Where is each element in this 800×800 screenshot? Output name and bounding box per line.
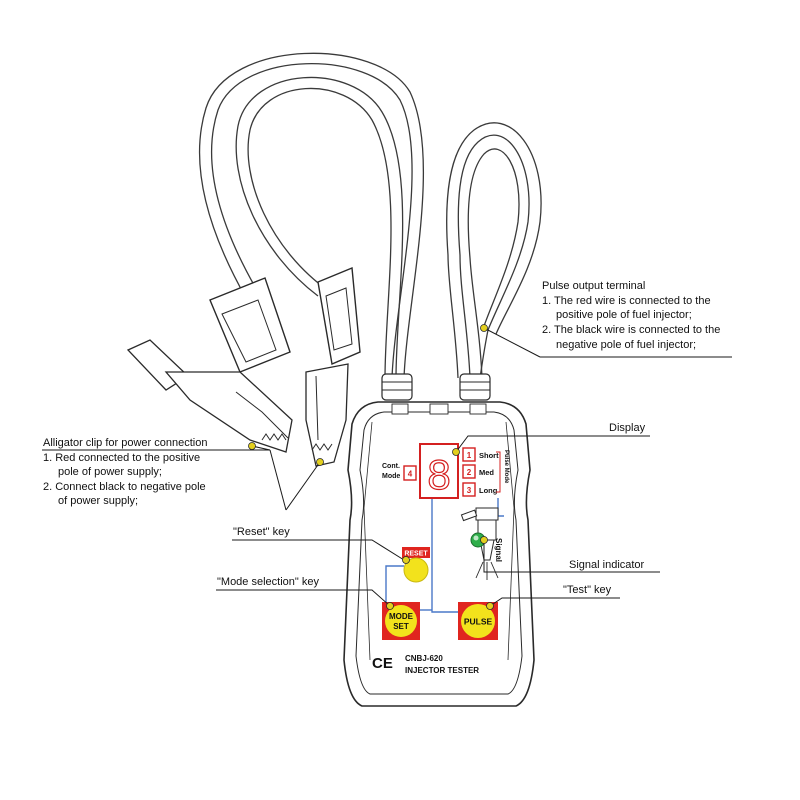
marker-reset: [402, 556, 410, 564]
mode-box-1: [462, 447, 476, 462]
alligator-line1: 1. Red connected to the positive: [43, 452, 200, 464]
fuel-injector-icon: [460, 507, 499, 580]
pulse-key[interactable]: [461, 604, 495, 638]
left-cable-boot: [381, 373, 413, 401]
callout-mode-key: "Mode selection" key: [217, 576, 319, 588]
device-branding: CE CNBJ-620 INJECTOR TESTER: [372, 654, 479, 675]
reset-button[interactable]: RESET: [402, 547, 430, 583]
cont-mode-box: [403, 465, 417, 481]
alligator-line2: pole of power supply;: [58, 466, 162, 478]
alligator-title: Alligator clip for power connection: [43, 437, 207, 449]
marker-alligator-left: [248, 442, 256, 450]
callout-display: Display: [609, 422, 646, 434]
display-frame: [419, 443, 459, 499]
pulse-output-line1: 1. The red wire is connected to the: [542, 295, 711, 307]
callout-alligator: Alligator clip for power connection 1. R…: [43, 437, 207, 507]
model-number: CNBJ-620: [405, 654, 443, 663]
marker-mode: [386, 602, 394, 610]
marker-test: [486, 602, 494, 610]
alligator-clip-left: [126, 277, 293, 453]
display-digit: 8: [427, 451, 450, 498]
mode-set-key[interactable]: [385, 605, 417, 637]
signal-label: Signal: [494, 538, 503, 562]
cont-mode-label-line2: Mode: [382, 473, 400, 480]
marker-pulse-output: [480, 324, 488, 332]
alligator-line4: of power supply;: [58, 495, 138, 507]
leader-lines: [42, 327, 732, 607]
mode-set-label-line1: MODE: [389, 612, 414, 621]
cont-mode-indicator: Cont. Mode 4: [382, 463, 417, 481]
pulse-output-line4: negative pole of fuel injector;: [556, 339, 696, 351]
mode-label-med: Med: [479, 468, 494, 477]
alligator-line3: 2. Connect black to negative pole: [43, 481, 206, 493]
mode-number-1: 1: [467, 451, 472, 460]
mode-number-3: 3: [467, 486, 472, 495]
mode-number-2: 2: [467, 468, 472, 477]
mode-box-3: [462, 482, 476, 497]
product-name: INJECTOR TESTER: [405, 666, 479, 675]
marker-display: [452, 448, 460, 456]
pulse-cable-loop: [446, 122, 542, 379]
cont-mode-label-line1: Cont.: [382, 463, 400, 470]
seven-segment-display: 8: [419, 443, 459, 499]
mode-set-label-line2: SET: [393, 622, 409, 631]
callout-signal-indicator: Signal indicator: [569, 559, 645, 571]
mode-bracket: [496, 451, 501, 493]
callout-test-key: "Test" key: [563, 584, 612, 596]
callout-reset-key: "Reset" key: [233, 526, 290, 538]
callout-pulse-output: Pulse output terminal 1. The red wire is…: [542, 280, 720, 351]
mode-box-2: [462, 464, 476, 479]
pulse-label: PULSE: [464, 617, 493, 627]
power-cable-loop: [198, 52, 424, 379]
ce-mark: CE: [372, 655, 393, 672]
pulse-output-title: Pulse output terminal: [542, 280, 645, 292]
reset-label-plate: [402, 547, 430, 558]
pulse-mode-list: 1 Short 2 Med 3 Long Pulse Mode: [462, 447, 509, 497]
reset-key[interactable]: [403, 557, 429, 583]
mode-label-long: Long: [479, 486, 498, 495]
mode-label-short: Short: [479, 451, 499, 460]
marker-dots: [248, 324, 494, 610]
reset-label: RESET: [404, 551, 428, 558]
pulse-output-line2: positive pole of fuel injector;: [556, 309, 692, 321]
right-cable-boot: [459, 373, 491, 401]
alligator-clip-right: [305, 266, 361, 467]
signal-led-highlight: [473, 535, 479, 541]
marker-alligator-right: [316, 458, 324, 466]
marker-signal: [480, 536, 488, 544]
pulse-mode-label: Pulse Mode: [503, 450, 509, 484]
cont-mode-number: 4: [408, 470, 413, 479]
pulse-output-line3: 2. The black wire is connected to the: [542, 324, 720, 336]
